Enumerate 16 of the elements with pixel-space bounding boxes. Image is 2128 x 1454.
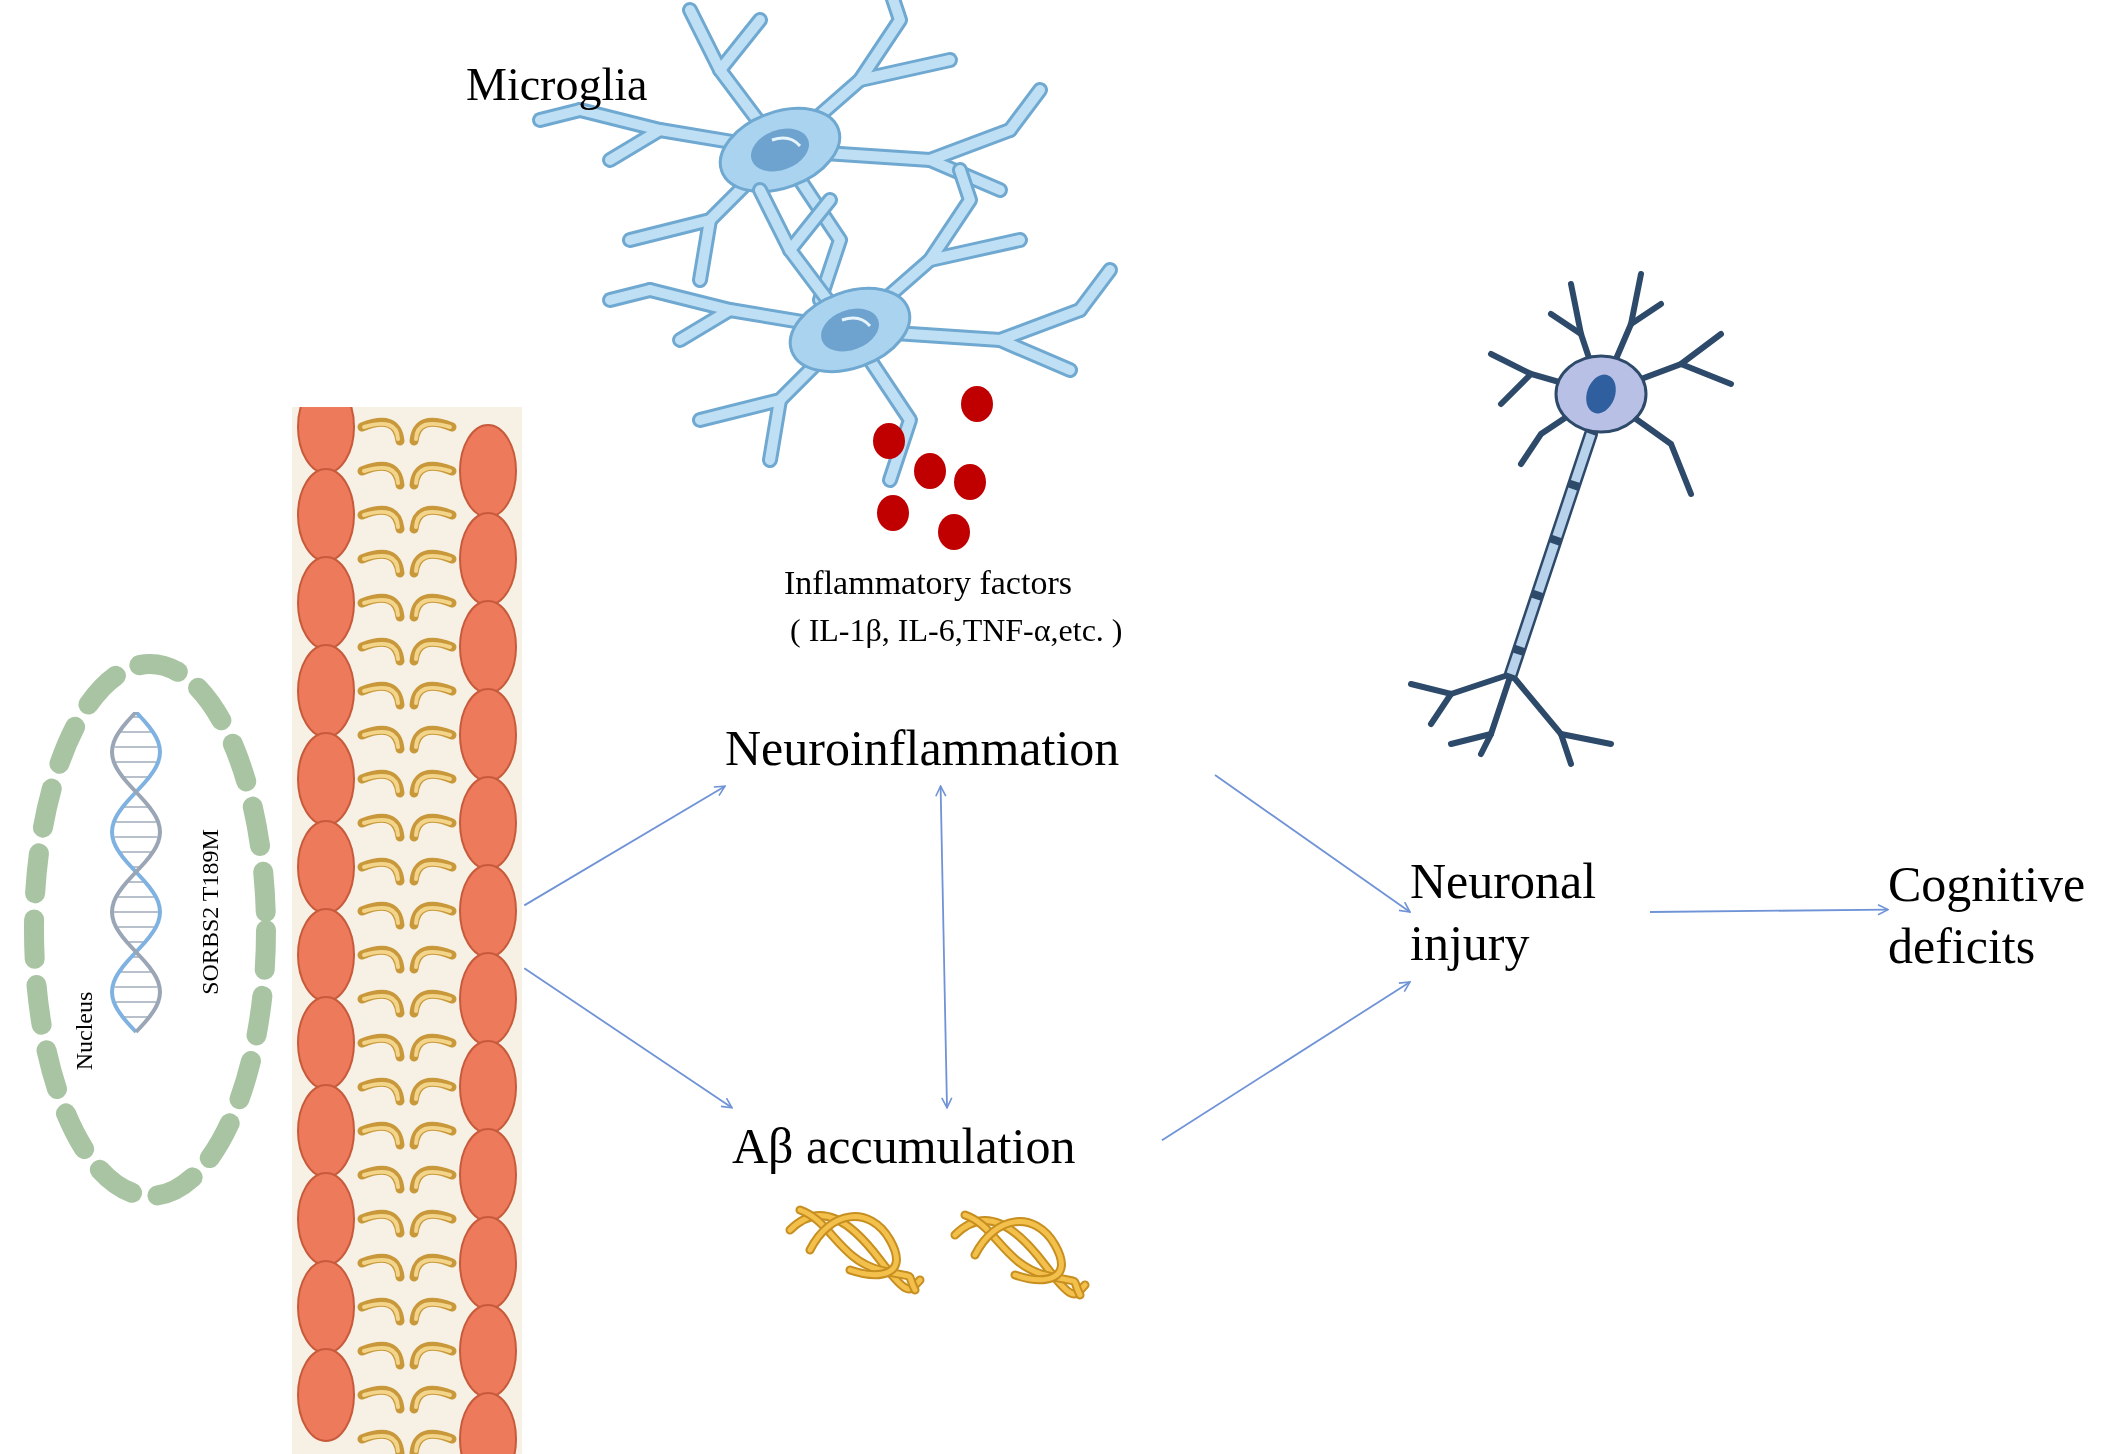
process-label: Aβ accumulation (732, 1110, 1162, 1182)
process-label: Cognitive deficits (1888, 848, 2126, 982)
arrow (1649, 903, 1889, 916)
arrow (1161, 981, 1411, 1142)
arrow (523, 785, 726, 907)
cell-type-label: Microglia (466, 62, 648, 108)
nucleus-label: Nucleus (72, 991, 96, 1071)
process-label: Neuroinflammation (725, 712, 1215, 784)
process-label: Neuronal injury (1410, 842, 1650, 982)
cell-membrane-drawing (292, 407, 522, 1454)
arrow (523, 967, 733, 1109)
arrow (935, 785, 953, 1109)
arrow (1214, 774, 1411, 913)
annotation-text: ( IL-1β, IL-6,TNF-α,etc. ) (790, 614, 1123, 646)
annotation-text: Inflammatory factors (784, 566, 1072, 600)
gene-mutation-label: SORBS2 T189M (198, 829, 222, 995)
